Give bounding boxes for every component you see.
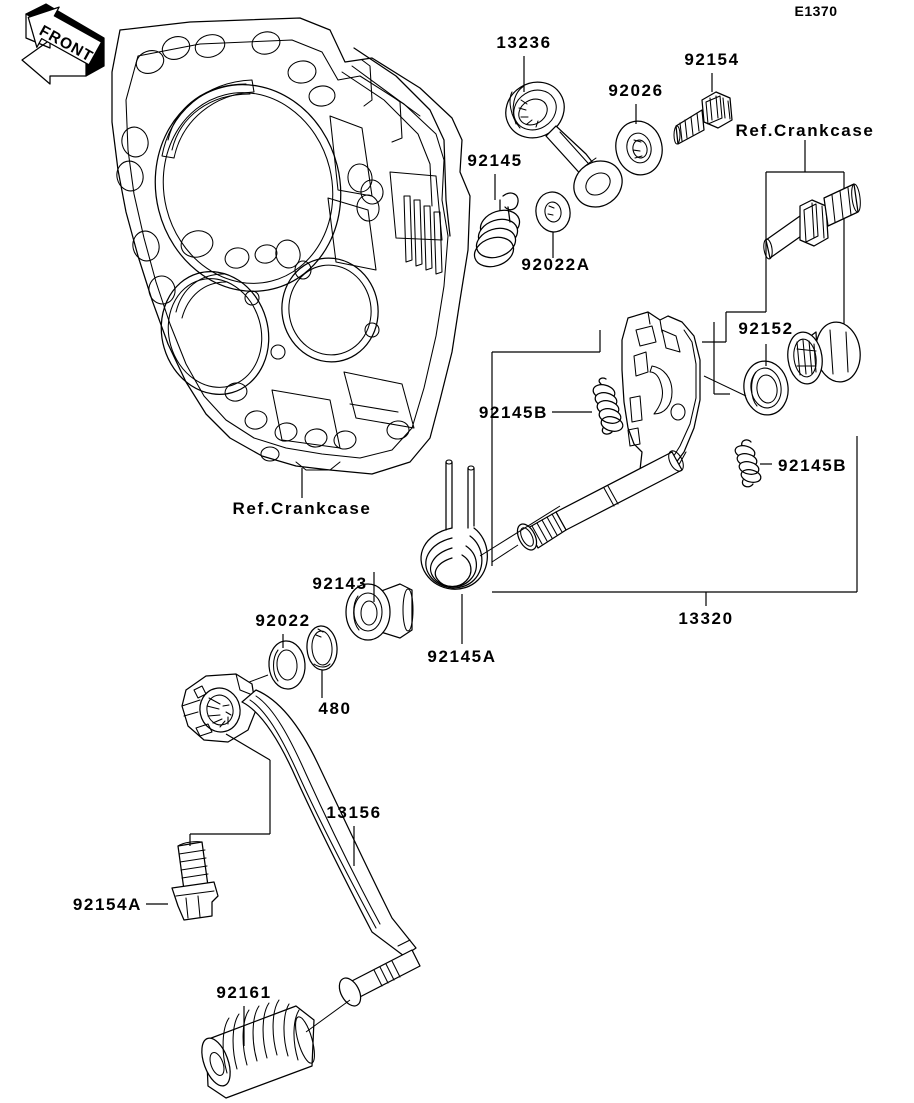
- part-92145-return-spring: [473, 174, 521, 268]
- ref-crankcase-top-label: Ref.Crankcase: [736, 121, 875, 140]
- front-direction-marker: FRONT: [21, 3, 105, 85]
- needle-bearing: [787, 321, 861, 385]
- part-92022-washer: [243, 634, 306, 690]
- part-label-92145A: 92145A: [427, 647, 496, 666]
- part-92022a-washer: [535, 191, 571, 258]
- part-92145b-right-spring: [734, 439, 772, 488]
- part-92145a-spring: [420, 459, 488, 644]
- part-480-circlip: [306, 625, 338, 698]
- part-label-92022: 92022: [255, 611, 310, 630]
- part-13156-gear-change-pedal: [181, 673, 417, 957]
- part-92143-bushing: [345, 572, 414, 641]
- part-label-13236: 13236: [496, 33, 551, 52]
- part-label-13320: 13320: [678, 609, 733, 628]
- part-label-480: 480: [318, 699, 351, 718]
- part-label-92145: 92145: [467, 151, 522, 170]
- part-label-92022A: 92022A: [521, 255, 590, 274]
- part-92152-oil-seal: [703, 344, 789, 416]
- part-label-92026: 92026: [608, 81, 663, 100]
- pedal-tip-shaft: [338, 949, 421, 1007]
- part-92161-rubber-foot-peg: [201, 999, 351, 1099]
- part-92026-washer: [615, 104, 663, 176]
- part-label-92143: 92143: [312, 574, 367, 593]
- part-label-13156: 13156: [326, 803, 381, 822]
- shift-shaft: [491, 450, 684, 563]
- part-label-92154A: 92154A: [73, 895, 142, 914]
- diagram-code: E1370: [795, 3, 838, 19]
- part-92154a-pinch-bolt: [146, 733, 271, 921]
- part-label-92154: 92154: [684, 50, 739, 69]
- part-13236-shift-lever-arm: [505, 56, 623, 208]
- crankcase-casting: [111, 17, 471, 475]
- part-13320-assembly-bracket: [491, 312, 858, 606]
- ref-crankcase-left-label: Ref.Crankcase: [233, 499, 372, 518]
- crankcase-dowel-bolt: [763, 183, 861, 260]
- part-label-92145B-left: 92145B: [479, 403, 548, 422]
- part-92145b-left-spring: [552, 377, 624, 435]
- spring-to-shaft-leader: [479, 505, 561, 557]
- part-label-92161: 92161: [216, 983, 271, 1002]
- part-92154-bolt: [673, 73, 733, 145]
- part-label-92152: 92152: [738, 319, 793, 338]
- part-label-92145B-right: 92145B: [778, 456, 847, 475]
